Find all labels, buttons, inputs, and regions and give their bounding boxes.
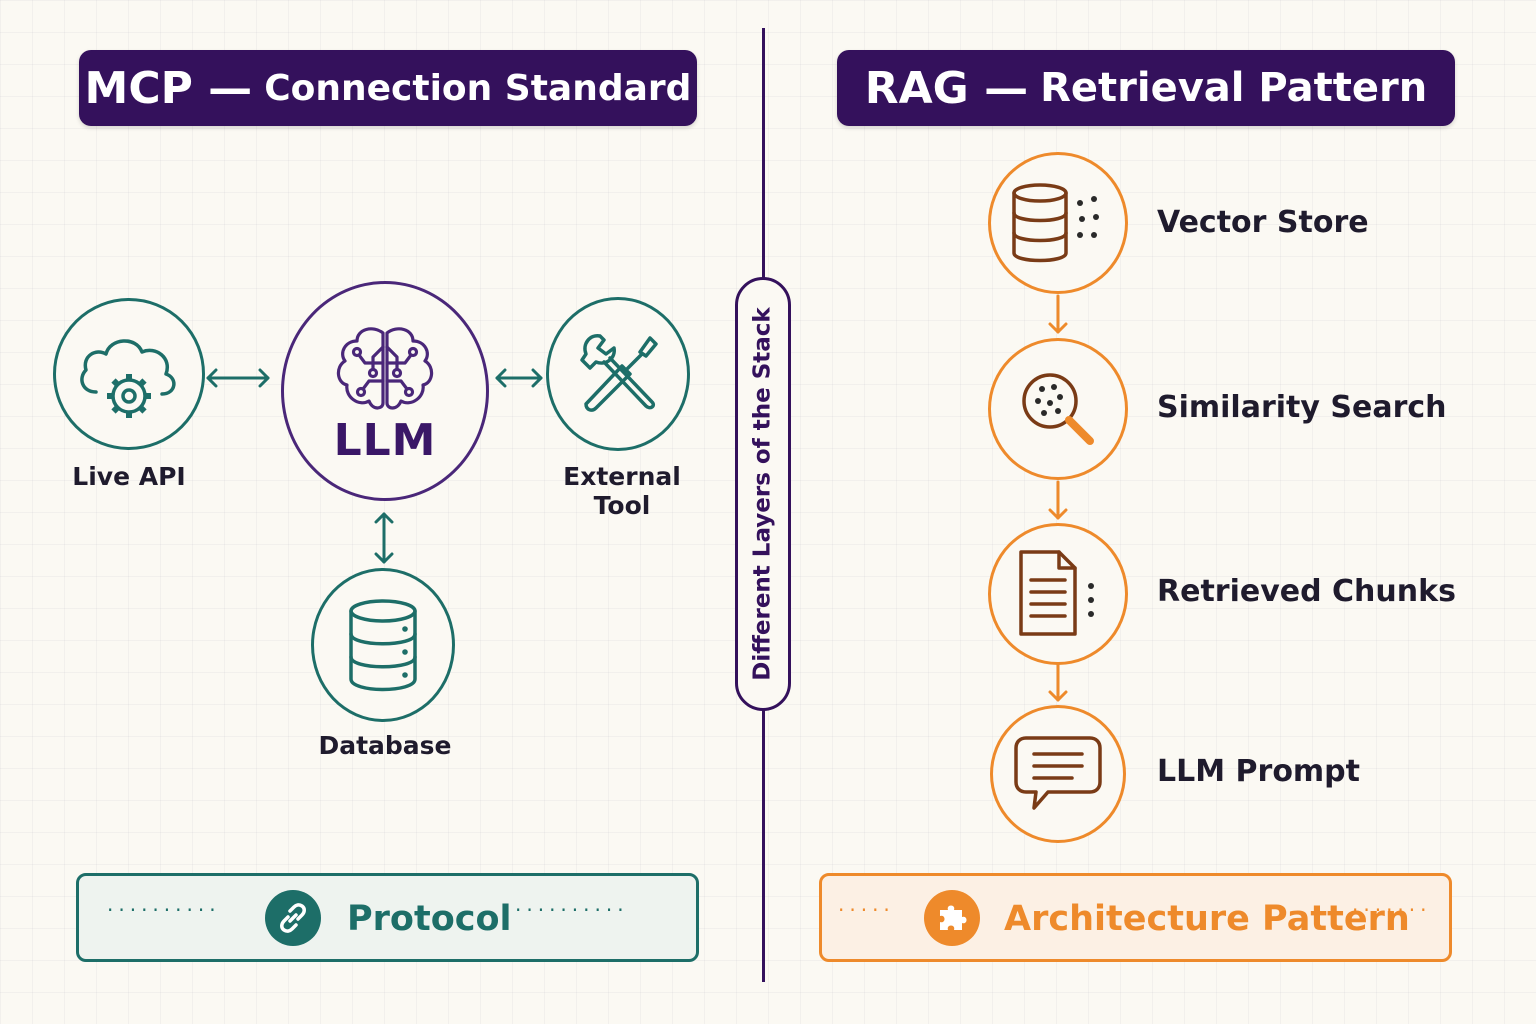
arrow-live-api-llm bbox=[206, 368, 270, 388]
arrow-llm-database bbox=[374, 512, 394, 564]
magnifier-icon bbox=[1022, 373, 1094, 445]
rag-title-sub: Retrieval Pattern bbox=[1040, 65, 1428, 111]
rag-title-main: RAG — bbox=[864, 62, 1029, 114]
mcp-title-banner: MCP — Connection Standard bbox=[79, 50, 697, 126]
architecture-pattern-footer: ····· Architecture Pattern ······· bbox=[819, 873, 1452, 962]
rag-title-banner: RAG — Retrieval Pattern bbox=[837, 50, 1455, 126]
arrow-step-2-3 bbox=[1048, 480, 1068, 520]
database-label: Database bbox=[318, 731, 452, 760]
chat-bubble-icon bbox=[1014, 736, 1102, 810]
external-tool-label: External Tool bbox=[563, 462, 681, 520]
right-dots: ······· bbox=[1352, 898, 1432, 922]
cloud-gear-icon bbox=[80, 339, 176, 418]
database-icon bbox=[349, 599, 417, 692]
architecture-badge bbox=[924, 890, 980, 946]
mcp-title-main: MCP — bbox=[84, 62, 253, 114]
retrieved-chunks-node bbox=[988, 523, 1128, 665]
similarity-search-node bbox=[988, 338, 1128, 480]
arrow-step-1-2 bbox=[1048, 294, 1068, 334]
arrow-step-3-4 bbox=[1048, 662, 1068, 702]
database-dots-icon bbox=[1012, 183, 1099, 263]
architecture-pattern-label: Architecture Pattern bbox=[1004, 899, 1410, 939]
llm-prompt-label: LLM Prompt bbox=[1157, 754, 1360, 789]
protocol-label: Protocol bbox=[347, 899, 512, 939]
vector-store-node bbox=[988, 152, 1128, 294]
live-api-label: Live API bbox=[72, 462, 186, 491]
left-dots: ····· bbox=[838, 898, 895, 922]
llm-prompt-node bbox=[990, 705, 1126, 843]
document-icon bbox=[1019, 550, 1094, 636]
left-dots: ·········· bbox=[107, 898, 221, 922]
llm-label: LLM bbox=[333, 414, 437, 466]
divider-pill: Different Layers of the Stack bbox=[735, 277, 791, 711]
rag-flow-arrows bbox=[1048, 294, 1068, 702]
external-tool-node bbox=[546, 297, 690, 451]
divider-line-bottom bbox=[762, 710, 765, 982]
retrieved-chunks-label: Retrieved Chunks bbox=[1157, 574, 1456, 609]
wrench-screwdriver-icon bbox=[580, 334, 658, 412]
database-node bbox=[311, 568, 455, 722]
similarity-search-label: Similarity Search bbox=[1157, 390, 1447, 425]
right-dots: ·········· bbox=[515, 898, 629, 922]
mcp-connectors bbox=[206, 368, 543, 564]
vector-store-label: Vector Store bbox=[1157, 205, 1369, 240]
divider-label: Different Layers of the Stack bbox=[750, 307, 776, 681]
protocol-badge bbox=[265, 890, 321, 946]
puzzle-piece-icon bbox=[940, 905, 967, 930]
link-icon bbox=[280, 903, 306, 933]
mcp-title-sub: Connection Standard bbox=[264, 67, 692, 109]
llm-node: LLM bbox=[281, 281, 489, 501]
arrow-llm-external-tool bbox=[495, 368, 543, 388]
brain-icon bbox=[336, 326, 434, 410]
protocol-footer: ·········· Protocol ·········· bbox=[76, 873, 699, 962]
live-api-node bbox=[53, 298, 205, 450]
divider-line-top bbox=[762, 28, 765, 278]
